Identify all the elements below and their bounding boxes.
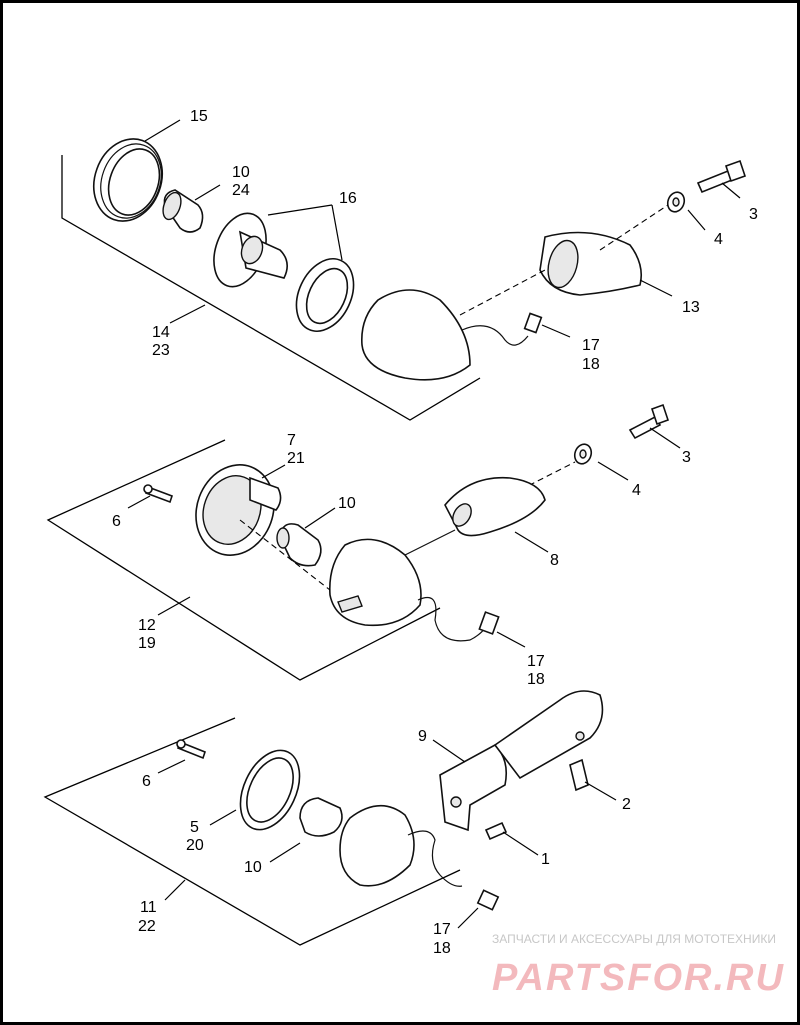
washer-top-4 [666, 191, 686, 213]
watermark-brand: PARTSFOR.RU [492, 957, 785, 999]
group-bracket-middle [46, 439, 441, 681]
visor-8 [444, 476, 546, 537]
bulb-bottom [299, 797, 343, 837]
lens-ring-5 [239, 749, 301, 831]
lens-ring-15 [93, 138, 163, 222]
callout-6-middle: 6 [112, 513, 121, 530]
screw-middle-6 [143, 484, 174, 504]
callout-1: 1 [541, 851, 550, 868]
callout-10-bottom: 10 [244, 859, 262, 876]
lamp-housing-top [361, 289, 543, 381]
lamp-housing-middle [328, 538, 500, 642]
callout-20: 20 [186, 837, 204, 854]
top-assembly [61, 119, 747, 421]
trim-ring-16 [295, 258, 355, 332]
connector-bottom [476, 889, 500, 911]
callout-4-middle: 4 [632, 482, 641, 499]
callout-2: 2 [622, 796, 631, 813]
callout-21: 21 [287, 450, 305, 467]
callout-22: 22 [138, 918, 156, 935]
watermark-tagline: ЗАПЧАСТИ И АКСЕССУАРЫ ДЛЯ МОТОТЕХНИКИ [492, 932, 776, 946]
screw-bottom-6 [176, 739, 206, 760]
lamp-body-7 [195, 464, 282, 556]
callout-24: 24 [232, 182, 250, 199]
callout-17-middle: 17 [527, 653, 545, 670]
bolt-2 [569, 758, 589, 792]
axis-dash-middle [239, 519, 331, 591]
callout-labels: 15 10 24 16 3 4 13 14 23 17 18 7 21 3 4 … [112, 108, 758, 957]
callout-13: 13 [682, 299, 700, 316]
bottom-assembly [43, 690, 617, 946]
group-bracket-top [61, 155, 481, 421]
callout-10-middle: 10 [338, 495, 356, 512]
callout-12: 12 [138, 617, 156, 634]
middle-assembly [46, 403, 681, 681]
screw-middle-3 [628, 403, 670, 440]
axis-dash-top [459, 269, 546, 316]
washer-middle-4 [573, 443, 593, 465]
callout-19: 19 [138, 635, 156, 652]
watermark: ЗАПЧАСТИ И АКСЕССУАРЫ ДЛЯ МОТОТЕХНИКИ PA… [492, 932, 785, 999]
bulb-middle [276, 523, 322, 567]
bulb-top [162, 189, 204, 233]
callout-16: 16 [339, 190, 357, 207]
callout-14: 14 [152, 324, 170, 341]
callout-3-middle: 3 [682, 449, 691, 466]
axis-dash-top2 [599, 204, 669, 251]
callout-17-top: 17 [582, 337, 600, 354]
callout-11: 11 [140, 899, 157, 916]
callout-10-top: 10 [232, 164, 250, 181]
callout-23: 23 [152, 342, 170, 359]
callout-6-bottom: 6 [142, 773, 151, 790]
callout-3-top: 3 [749, 206, 758, 223]
lamp-housing-bottom [339, 804, 463, 887]
callout-7: 7 [287, 432, 296, 449]
callout-15: 15 [190, 108, 208, 125]
mount-bracket-9 [439, 690, 604, 832]
socket-assembly-16 [213, 212, 288, 288]
callout-8: 8 [550, 552, 559, 569]
callout-18-bottom: 18 [433, 940, 451, 957]
screw-bottom-1 [484, 821, 508, 841]
callout-17-bottom: 17 [433, 921, 451, 938]
callout-18-top: 18 [582, 356, 600, 373]
visor-13 [539, 231, 643, 296]
callout-4-top: 4 [714, 231, 723, 248]
callout-5: 5 [190, 819, 199, 836]
group-bracket-bottom [43, 717, 461, 946]
callout-18-middle: 18 [527, 671, 545, 688]
callout-9: 9 [418, 728, 427, 745]
screw-top-3 [696, 159, 747, 194]
